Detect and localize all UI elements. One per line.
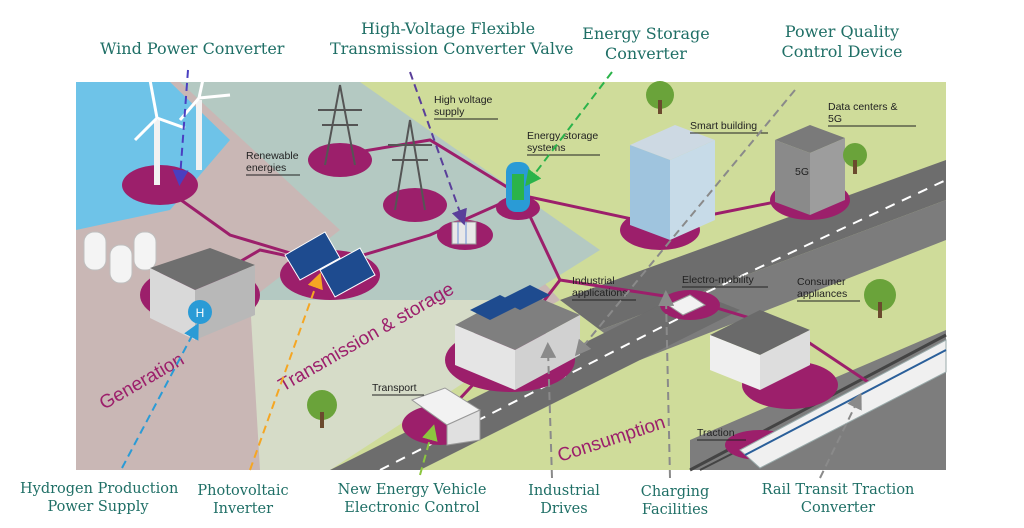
label-transport: Transport: [372, 382, 417, 394]
callout-charging-facilities: Charging Facilities: [632, 483, 718, 519]
svg-text:H: H: [196, 306, 205, 320]
label-renewable-1: Renewable: [246, 150, 299, 162]
callout-pv-line1: Photovoltaic: [197, 483, 289, 499]
arrow-storage: [525, 71, 613, 187]
callout-nev-line1: New Energy Vehicle: [337, 482, 487, 498]
storage-tanks: [83, 231, 157, 284]
label-datacenter-1: Data centers &: [828, 101, 897, 113]
callout-wind-text: Wind Power Converter: [100, 39, 285, 58]
callout-rail-transit: Rail Transit Traction Converter: [760, 481, 916, 517]
arrow-drives: [540, 342, 557, 479]
callout-pv-line2: Inverter: [212, 501, 274, 517]
label-consumer-2: appliances: [797, 288, 847, 300]
callout-storage-line1: Energy Storage: [582, 24, 710, 43]
map-labels: Renewable energies High voltage supply E…: [246, 94, 916, 441]
label-hv-supply-1: High voltage: [434, 94, 493, 106]
arrow-hydrogen: [121, 322, 199, 469]
callout-industrial-drives: Industrial Drives: [521, 482, 607, 518]
rail-train: [739, 339, 947, 469]
callout-hydrogen-line2: Power Supply: [47, 499, 149, 515]
callout-drives-line2: Drives: [540, 501, 588, 517]
callout-arrows: [121, 69, 862, 479]
callout-hv-line2: Transmission Converter Valve: [330, 39, 574, 58]
callout-energy-storage-converter: Energy Storage Converter: [582, 24, 710, 64]
label-renewable-2: energies: [246, 162, 286, 174]
callout-rail-line1: Rail Transit Traction: [761, 482, 915, 498]
callout-charging-line2: Facilities: [641, 502, 709, 518]
label-datacenter-2: 5G: [828, 113, 842, 125]
solar-panels: [284, 231, 376, 298]
callout-wind-power-converter: Wind Power Converter: [100, 39, 284, 59]
sea-water: [76, 82, 230, 230]
hydrogen-building: H: [150, 248, 255, 340]
callout-photovoltaic: Photovoltaic Inverter: [194, 482, 292, 518]
power-pylons: [318, 84, 432, 211]
callout-hv-line1: High-Voltage Flexible: [360, 19, 536, 38]
label-industrial-1: Industrial: [572, 275, 615, 287]
label-consumer-1: Consumer: [797, 276, 846, 288]
trees: [307, 81, 896, 428]
arrow-nev: [419, 424, 438, 476]
callout-hydrogen: Hydrogen Production Power Supply: [20, 480, 179, 516]
callout-drives-line1: Industrial: [528, 483, 600, 499]
arrow-charging: [658, 290, 675, 479]
consumer-house: [710, 310, 810, 390]
label-smart-building: Smart building: [690, 120, 757, 132]
callout-hv-valve: High-Voltage Flexible Transmission Conve…: [330, 19, 574, 59]
transport-truck: [410, 387, 482, 446]
converter-valve-unit: [451, 221, 477, 245]
data-center-building: 5G: [775, 125, 845, 215]
callout-rail-line2: Converter: [800, 500, 876, 516]
label-emobility: Electro-mobility: [682, 274, 755, 286]
callout-storage-line2: Converter: [605, 44, 687, 63]
badge-5g: 5G: [795, 166, 809, 178]
battery-storage: [506, 162, 530, 212]
callout-new-energy-vehicle: New Energy Vehicle Electronic Control: [336, 481, 488, 517]
callout-charging-line1: Charging: [640, 484, 710, 500]
electric-car: [666, 294, 707, 316]
callout-pq-line1: Power Quality: [784, 22, 900, 41]
arrow-pq: [574, 89, 796, 357]
callout-pq-line2: Control Device: [781, 42, 903, 61]
arrow-rail: [819, 392, 862, 479]
label-traction: Traction: [697, 427, 735, 439]
arrow-pv: [249, 272, 323, 471]
callout-power-quality: Power Quality Control Device: [780, 22, 904, 62]
arrow-wind: [172, 69, 189, 186]
callout-nev-line2: Electronic Control: [344, 500, 480, 516]
wind-turbines: [133, 69, 231, 185]
callout-hydrogen-line1: Hydrogen Production: [20, 481, 179, 497]
smart-building: [630, 125, 715, 240]
label-industrial-2: applications: [572, 287, 627, 299]
label-ess-2: systems: [527, 142, 566, 154]
label-hv-supply-2: supply: [434, 106, 465, 118]
